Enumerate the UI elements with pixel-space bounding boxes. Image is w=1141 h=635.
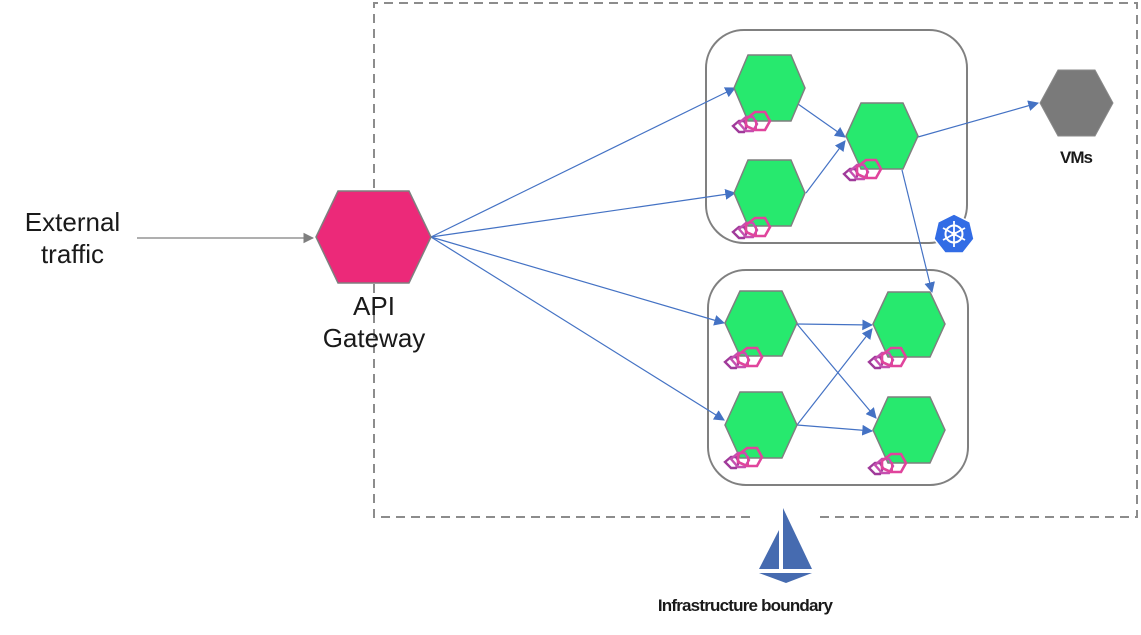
edge-gateway-svc-b1 [430, 236, 726, 326]
edges [137, 87, 1040, 436]
service-node [731, 54, 806, 134]
edge-svc-a1-svc-a3 [797, 103, 846, 138]
edge-gateway-svc-b2 [430, 236, 725, 421]
edge-svc-b2-svc-b3 [796, 328, 873, 426]
api-gateway-node [315, 190, 432, 284]
edge-svc-a2-svc-a3 [805, 140, 846, 194]
edge-svc-b1-svc-b3 [796, 319, 874, 331]
vms-label: VMs [1060, 148, 1093, 167]
kubernetes-cluster [705, 29, 968, 244]
edge-svc-b1-svc-b4 [796, 323, 877, 419]
istio-sail-icon [759, 508, 812, 583]
external-traffic-label: External traffic [24, 207, 121, 269]
edge-svc-b2-svc-b4 [796, 424, 874, 436]
infrastructure-boundary-label: Infrastructure boundary [657, 596, 833, 615]
edge-gateway-svc-a2 [430, 189, 737, 238]
service-node [723, 391, 798, 470]
kubernetes-helm-icon [933, 213, 975, 254]
service-node [867, 396, 946, 476]
vm-node [1039, 69, 1114, 137]
edge-gateway-svc-a1 [430, 87, 736, 238]
service-node [867, 291, 946, 370]
service-node [731, 159, 806, 240]
edge-svc-a3-svc-b3 [901, 169, 935, 294]
service-node [723, 290, 798, 370]
mesh-cluster [707, 269, 969, 486]
service-node [842, 102, 919, 182]
edge-svc-a3-vms [917, 100, 1040, 138]
api-gateway-label: API Gateway [322, 291, 426, 353]
